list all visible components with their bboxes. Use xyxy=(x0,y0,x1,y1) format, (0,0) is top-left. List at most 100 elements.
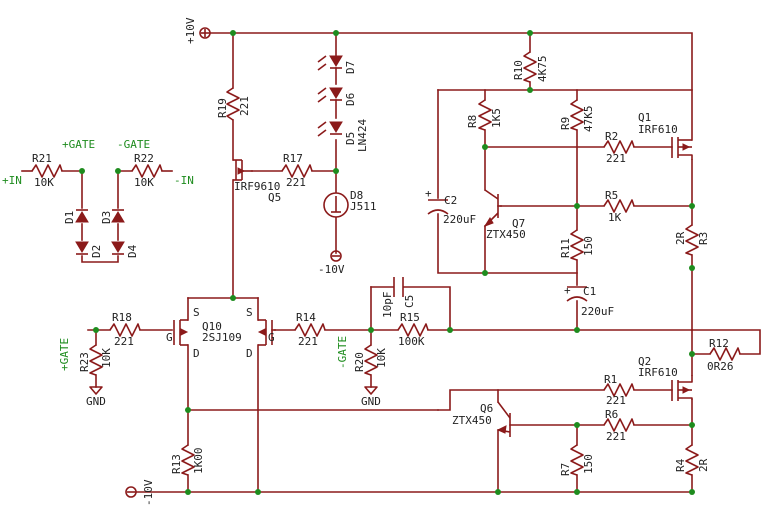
d8-name: D8 xyxy=(350,189,363,202)
d1-diode xyxy=(75,209,89,223)
gnd-label-right: GND xyxy=(361,395,381,408)
r2-name: R2 xyxy=(605,130,618,143)
q10-pin-s-right: S xyxy=(246,306,253,319)
r13-name: R13 xyxy=(170,454,183,474)
q10-pin-d-right: D xyxy=(246,347,253,360)
r22-name: R22 xyxy=(134,152,154,165)
r13-value: 1K00 xyxy=(192,448,205,475)
r11-name: R11 xyxy=(559,238,572,258)
d1-label: D1 xyxy=(63,211,76,224)
r23-name: R23 xyxy=(78,352,91,372)
neg-rail-terminal xyxy=(125,486,137,498)
c5-symbol xyxy=(393,277,404,297)
svg-text:+: + xyxy=(564,284,571,297)
r11-value: 150 xyxy=(582,236,595,256)
r3-value: 2R xyxy=(674,231,687,245)
q7-name: Q7 xyxy=(512,217,525,230)
q6-part: ZTX450 xyxy=(452,414,492,427)
r13-body xyxy=(181,444,195,476)
d5-led xyxy=(317,121,343,137)
d3-label: D3 xyxy=(100,211,113,224)
minus-in-label: -IN xyxy=(174,174,194,187)
r5-body xyxy=(603,199,635,213)
gnd-symbol-left xyxy=(89,386,103,395)
led-part-label: LN424 xyxy=(356,119,369,152)
r12-value: 0R26 xyxy=(707,360,734,373)
c1-symbol: + xyxy=(564,284,588,302)
r19-value: 221 xyxy=(238,96,251,116)
d7-led xyxy=(317,55,343,85)
r4-body xyxy=(685,444,699,476)
q10-part: 2SJ109 xyxy=(202,331,242,344)
gnd-symbol-right xyxy=(364,386,378,395)
r8-body xyxy=(478,99,492,131)
r22-value: 10K xyxy=(134,176,154,189)
svg-text:+: + xyxy=(425,187,432,200)
r7-name: R7 xyxy=(559,463,572,476)
r15-value: 100K xyxy=(398,335,425,348)
d3-diode xyxy=(111,209,125,223)
q10-pin-s-left: S xyxy=(193,306,200,319)
r10-name: R10 xyxy=(512,60,525,80)
q2-part: IRF610 xyxy=(638,366,678,379)
q1-name: Q1 xyxy=(638,111,651,124)
r22-body xyxy=(131,164,163,178)
d8-neg-label: -10V xyxy=(318,263,345,276)
c1-value: 220uF xyxy=(581,305,614,318)
pos-rail-label: +10V xyxy=(184,17,197,44)
gnd-label-left: GND xyxy=(86,395,106,408)
r15-body xyxy=(397,323,429,337)
d2-label: D2 xyxy=(90,245,103,258)
d7-label: D7 xyxy=(344,61,357,74)
pos-rail-terminal xyxy=(199,27,211,39)
r15-name: R15 xyxy=(400,311,420,324)
d8-neg-terminal xyxy=(330,250,342,262)
q1-part: IRF610 xyxy=(638,123,678,136)
q5-mosfet xyxy=(233,159,253,181)
wires xyxy=(21,32,761,493)
r6-body xyxy=(603,418,635,432)
r8-value: 1K5 xyxy=(490,108,503,128)
c2-symbol: + xyxy=(425,187,449,215)
q5-name: Q5 xyxy=(268,191,281,204)
d5-label: D5 xyxy=(344,132,357,145)
r1-value: 221 xyxy=(606,394,626,407)
r20-name: R20 xyxy=(353,352,366,372)
junctions xyxy=(79,30,695,495)
r17-name: R17 xyxy=(283,152,303,165)
r6-name: R6 xyxy=(605,408,618,421)
r5-name: R5 xyxy=(605,189,618,202)
r6-value: 221 xyxy=(606,430,626,443)
d4-diode xyxy=(111,241,125,255)
r2-body xyxy=(603,140,635,154)
r20-value: 10K xyxy=(375,348,388,368)
r4-value: 2R xyxy=(697,458,710,472)
r19-name: R19 xyxy=(216,98,229,118)
r18-name: R18 xyxy=(112,311,132,324)
q2-mosfet xyxy=(671,375,693,401)
r23-value: 10K xyxy=(100,348,113,368)
minus-gate-input-label: -GATE xyxy=(336,336,349,369)
r10-body xyxy=(523,51,537,83)
r4-name: R4 xyxy=(674,458,687,472)
r5-value: 1K xyxy=(608,211,622,224)
q6-name: Q6 xyxy=(480,402,493,415)
r17-value: 221 xyxy=(286,176,306,189)
r12-body xyxy=(709,347,741,361)
r9-value: 47K5 xyxy=(582,106,595,133)
r2-value: 221 xyxy=(606,152,626,165)
r9-body xyxy=(570,99,584,131)
r21-name: R21 xyxy=(32,152,52,165)
r12-name: R12 xyxy=(709,337,729,350)
d4-label: D4 xyxy=(126,244,139,258)
r9-name: R9 xyxy=(559,117,572,130)
plus-in-label: +IN xyxy=(2,174,22,187)
r3-name: R3 xyxy=(697,232,710,245)
r23-body xyxy=(89,344,103,376)
q2-name: Q2 xyxy=(638,355,651,368)
r8-name: R8 xyxy=(466,115,479,128)
c5-name: C5 xyxy=(403,295,416,308)
r18-value: 221 xyxy=(114,335,134,348)
q7-bjt xyxy=(483,189,502,227)
